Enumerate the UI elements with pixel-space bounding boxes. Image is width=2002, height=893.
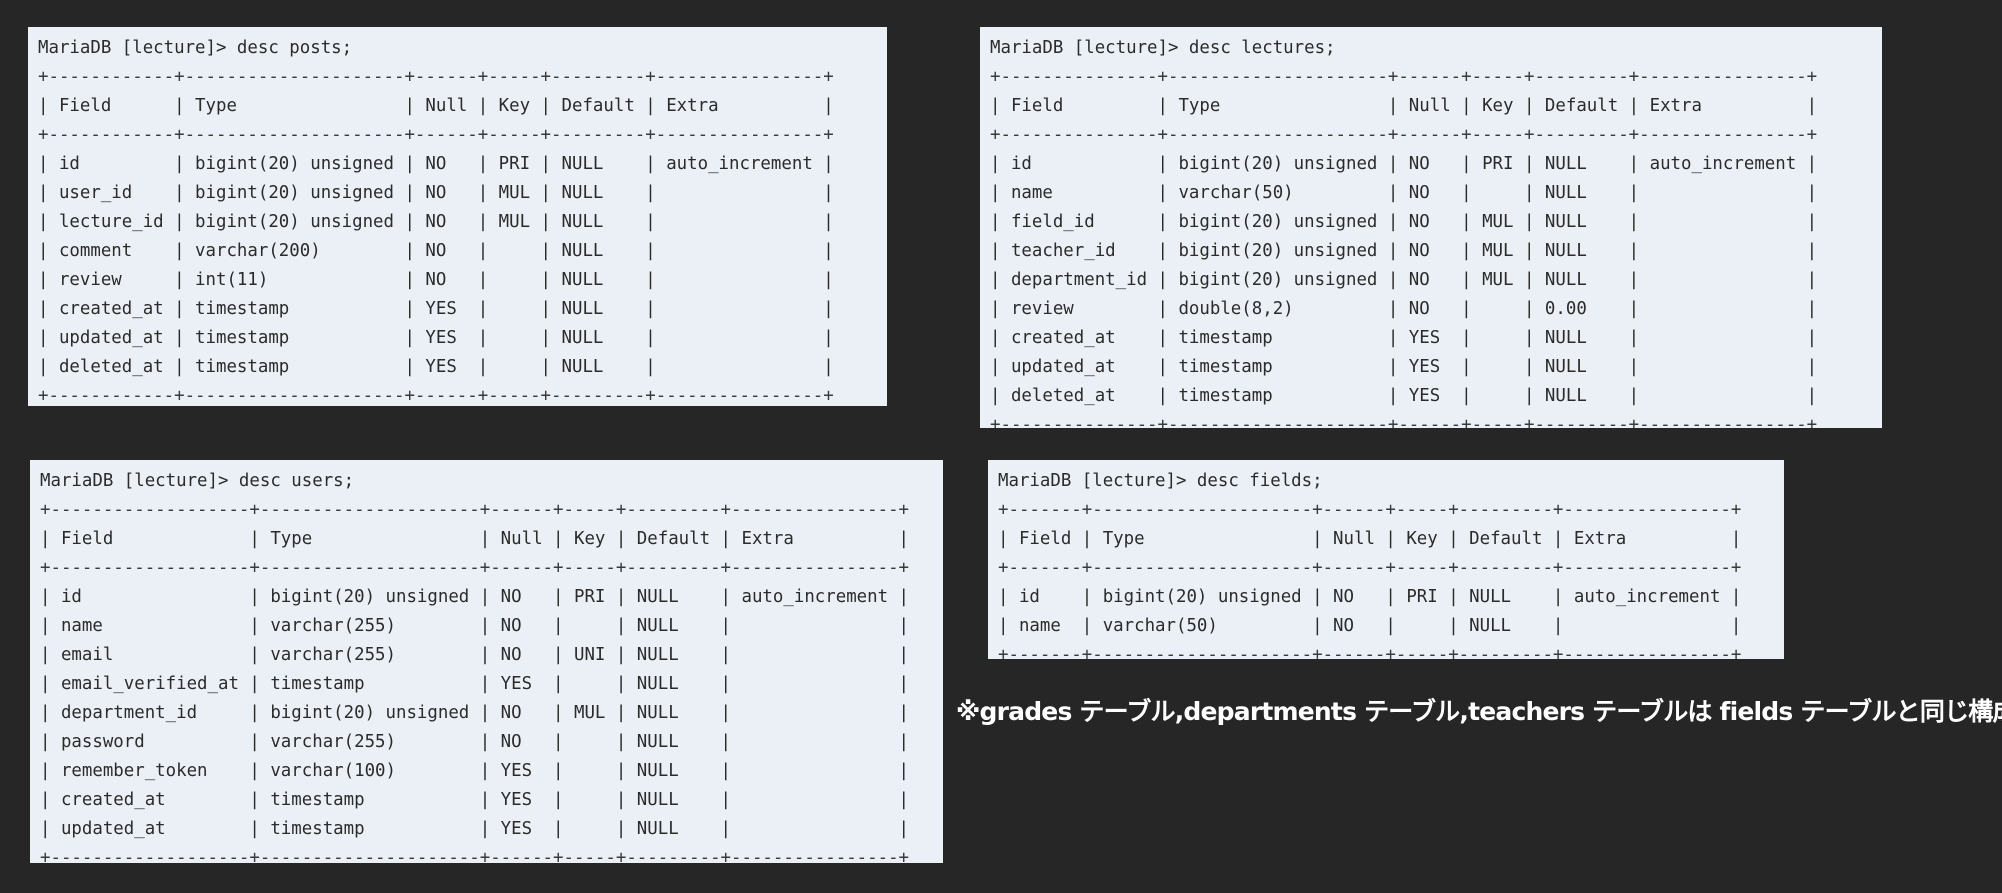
table-row: | id | bigint(20) unsigned | NO | PRI | … (990, 154, 1818, 174)
table-border: +-------------------+-------------------… (40, 558, 910, 578)
table-row: | name | varchar(50) | NO | | NULL | | (998, 616, 1742, 636)
desc-fields-panel: MariaDB [lecture]> desc fields; +-------+… (988, 460, 1784, 659)
table-row: | remember_token | varchar(100) | YES | … (40, 761, 910, 781)
table-row: | updated_at | timestamp | YES | | NULL … (40, 819, 910, 839)
desc-fields-output: MariaDB [lecture]> desc fields; +-------+… (998, 467, 1784, 659)
command-line: MariaDB [lecture]> desc users; (40, 471, 355, 491)
desc-lectures-output: MariaDB [lecture]> desc lectures; +------… (990, 34, 1882, 428)
table-row: | user_id | bigint(20) unsigned | NO | M… (38, 183, 834, 203)
table-header: | Field | Type | Null | Key | Default | … (998, 529, 1742, 549)
table-row: | teacher_id | bigint(20) unsigned | NO … (990, 241, 1818, 261)
same-structure-note: ※grades テーブル,departments テーブル,teachers テ… (956, 697, 2002, 726)
desc-posts-panel: MariaDB [lecture]> desc posts; +---------… (28, 27, 887, 406)
table-row: | name | varchar(50) | NO | | NULL | | (990, 183, 1818, 203)
table-row: | name | varchar(255) | NO | | NULL | | (40, 616, 910, 636)
table-border: +------------+---------------------+----… (38, 125, 834, 145)
table-border: +---------------+---------------------+-… (990, 125, 1818, 145)
table-row: | email_verified_at | timestamp | YES | … (40, 674, 910, 694)
table-header: | Field | Type | Null | Key | Default | … (38, 96, 834, 116)
table-row: | id | bigint(20) unsigned | NO | PRI | … (998, 587, 1742, 607)
table-row: | created_at | timestamp | YES | | NULL … (38, 299, 834, 319)
command-line: MariaDB [lecture]> desc lectures; (990, 38, 1336, 58)
table-row: | updated_at | timestamp | YES | | NULL … (38, 328, 834, 348)
command-line: MariaDB [lecture]> desc posts; (38, 38, 353, 58)
table-header: | Field | Type | Null | Key | Default | … (40, 529, 910, 549)
table-row: | comment | varchar(200) | NO | | NULL |… (38, 241, 834, 261)
table-row: | department_id | bigint(20) unsigned | … (40, 703, 910, 723)
table-row: | department_id | bigint(20) unsigned | … (990, 270, 1818, 290)
table-border: +-------------------+-------------------… (40, 848, 910, 863)
table-border: +---------------+---------------------+-… (990, 67, 1818, 87)
table-row: | password | varchar(255) | NO | | NULL … (40, 732, 910, 752)
table-row: | created_at | timestamp | YES | | NULL … (40, 790, 910, 810)
table-header: | Field | Type | Null | Key | Default | … (990, 96, 1818, 116)
table-row: | review | int(11) | NO | | NULL | | (38, 270, 834, 290)
table-row: | deleted_at | timestamp | YES | | NULL … (38, 357, 834, 377)
table-border: +-------+---------------------+------+--… (998, 645, 1742, 659)
table-border: +------------+---------------------+----… (38, 67, 834, 87)
table-border: +---------------+---------------------+-… (990, 415, 1818, 428)
table-border: +-------+---------------------+------+--… (998, 500, 1742, 520)
table-row: | lecture_id | bigint(20) unsigned | NO … (38, 212, 834, 232)
table-row: | updated_at | timestamp | YES | | NULL … (990, 357, 1818, 377)
table-row: | id | bigint(20) unsigned | NO | PRI | … (38, 154, 834, 174)
desc-lectures-panel: MariaDB [lecture]> desc lectures; +------… (980, 27, 1882, 428)
table-border: +------------+---------------------+----… (38, 386, 834, 406)
desc-posts-output: MariaDB [lecture]> desc posts; +---------… (38, 34, 887, 406)
table-row: | created_at | timestamp | YES | | NULL … (990, 328, 1818, 348)
desc-users-panel: MariaDB [lecture]> desc users; +---------… (30, 460, 943, 863)
table-row: | id | bigint(20) unsigned | NO | PRI | … (40, 587, 910, 607)
command-line: MariaDB [lecture]> desc fields; (998, 471, 1323, 491)
table-row: | deleted_at | timestamp | YES | | NULL … (990, 386, 1818, 406)
table-row: | review | double(8,2) | NO | | 0.00 | | (990, 299, 1818, 319)
table-row: | field_id | bigint(20) unsigned | NO | … (990, 212, 1818, 232)
table-row: | email | varchar(255) | NO | UNI | NULL… (40, 645, 910, 665)
table-border: +-------+---------------------+------+--… (998, 558, 1742, 578)
table-border: +-------------------+-------------------… (40, 500, 910, 520)
desc-users-output: MariaDB [lecture]> desc users; +---------… (40, 467, 943, 863)
